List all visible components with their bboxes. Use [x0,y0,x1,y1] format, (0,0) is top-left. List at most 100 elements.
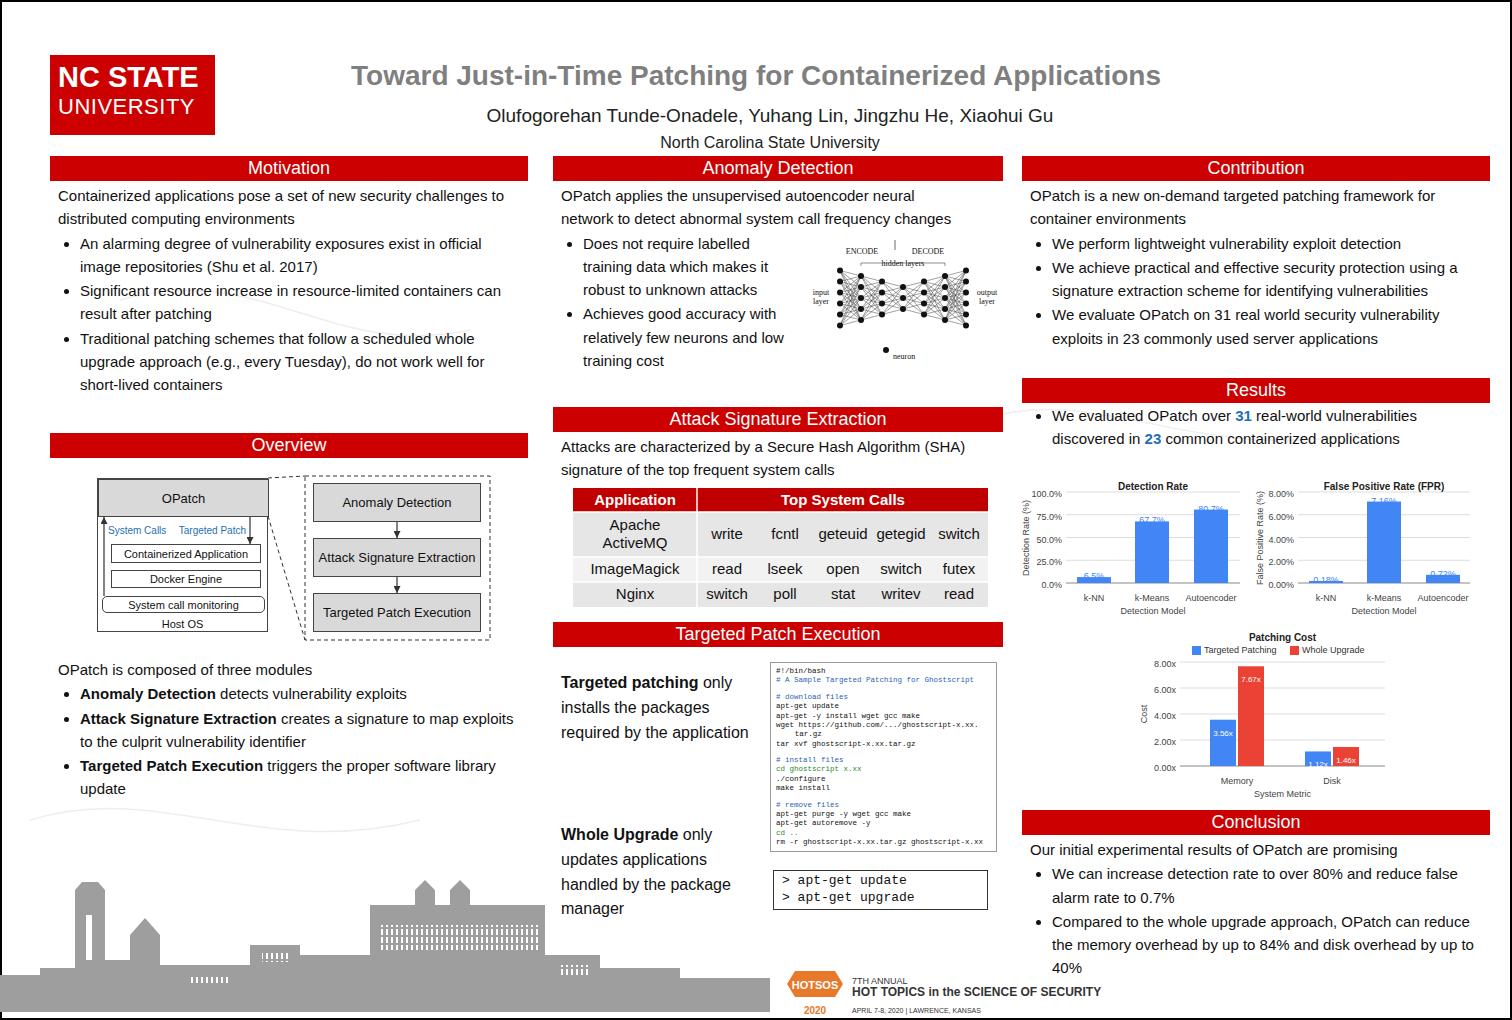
node-text: Achieves good accuracy with relatively f… [583,305,784,369]
node-text: System call monitoring [128,599,239,611]
text-block: OPatch [162,491,205,506]
label-holder: futex [943,560,976,578]
poster-label: Detection Model [1120,606,1185,616]
node-text: Docker Engine [150,573,222,585]
text-block: Anomaly Detection [342,495,451,510]
node-text: Attack Signature Extraction [319,550,476,565]
connector-arrow [396,577,397,593]
label-holder: False Positive Rate (FPR) [1324,476,1445,494]
label-holder: geteuid [818,525,867,543]
text-block: # A Sample Targeted Patching for Ghostsc… [776,676,991,685]
label-holder: 0.72% [1430,563,1456,581]
node-text: apt-get autoremove -y [776,819,871,827]
text-block: OPatch is a new on-demand targeted patch… [1030,184,1482,231]
node-text: UNIVERSITY [58,94,195,119]
connector-arrow [249,517,250,544]
poster-label: poll [773,585,796,602]
poster-label: k-NN [1084,593,1105,603]
label-holder: APRIL 7-8, 2020 | LAWRENCE, KANSAS [852,999,981,1017]
label-holder: Autoencoder [1417,587,1468,605]
text-block: We perform lightweight vulnerability exp… [1030,232,1482,255]
poster-label: read [712,560,742,577]
text-block: > apt-get upgrade [782,890,979,907]
poster-label: Detection Rate (%) [1021,499,1031,575]
label-holder: 3.56x [1213,722,1233,740]
poster-label: input layer [810,289,832,307]
poster-label: geteuid [818,525,867,542]
poster-label: Cost [1139,705,1149,724]
poster-label: 3.56x [1213,729,1233,738]
text-block: Docker Engine [150,573,222,585]
text-block: NC STATE [58,61,207,94]
label-holder: Apache ActiveMQ [580,516,690,552]
text-block: cd ghostscript x.xx [776,765,991,774]
label-holder: Disk [1323,770,1341,788]
poster-label: 6.5% [1084,571,1105,581]
poster-label: writev [881,585,920,602]
node-text: cd ghostscript x.xx [776,765,862,773]
label-holder: switch [938,525,980,543]
node-text: > apt-get upgrade [782,890,915,905]
text-block: make install [776,784,991,793]
label-holder: 4.00% [1268,529,1294,547]
section-band: Conclusion [1022,810,1490,835]
poster-label: ENCODE [846,247,878,256]
legend-swatch [1290,646,1299,655]
poster-label: 6.00% [1268,512,1294,522]
label-holder: hidden layers [882,252,925,270]
poster-label: Detection Rate [1118,481,1188,492]
autoencoder-illustration [837,240,969,353]
text-block: apt-get autoremove -y [776,819,991,828]
section-heading: Contribution [1207,158,1304,178]
poster-label: HOT TOPICS in the SCIENCE OF SECURITY [852,985,1101,999]
text-block: ./configure [776,775,991,784]
text-block: Achieves good accuracy with relatively f… [561,302,801,372]
chart-bar [1194,510,1228,583]
label-holder: input layer [810,289,832,307]
node-text: OPatch is a new on-demand targeted patch… [1030,187,1435,227]
label-holder: Patching Cost [1249,627,1316,645]
node-text: Attack Signature Extraction [80,710,277,727]
label-holder: 80.7% [1198,498,1224,516]
text-block: # remove files [776,801,991,810]
label-holder: ENCODE [846,240,878,258]
section-panel: MotivationContainerized applications pos… [50,156,528,396]
section-band: Targeted Patch Execution [553,622,1003,647]
node-text: We evaluate OPatch on 31 real world secu… [1052,306,1439,346]
label-holder: Application [594,491,676,509]
text-block: Host OS [98,618,267,630]
text-block: Anomaly Detectiondetects vulnerability e… [58,682,520,705]
text-block: We evaluated OPatch over31real-world vul… [1030,404,1482,451]
text-block: We can increase detection rate to over 8… [1030,862,1482,909]
bar-chart [1180,662,1385,766]
poster-title: Toward Just-in-Time Patching for Contain… [351,60,1161,91]
module-box: Targeted Patch Execution [313,593,481,632]
node-text: Our initial experimental results of OPat… [1030,841,1398,858]
text-block: Targeted Patch Executiontriggers the pro… [58,754,520,801]
poster-label: Disk [1323,776,1341,786]
node-text: An alarming degree of vulnerability expo… [80,235,482,275]
connector-arrow [396,522,397,538]
poster-label: switch [706,585,748,602]
label-holder: 1.12x [1308,753,1328,771]
node-text: Significant resource increase in resourc… [80,282,501,322]
legend-text: Targeted Patching [1204,645,1277,655]
poster-label: 0.72% [1430,569,1456,579]
poster-label: k-NN [1316,593,1337,603]
module-box: Attack Signature Extraction [313,538,481,577]
text-block: apt-get update [776,702,991,711]
label-holder: poll [773,585,796,603]
text-block: # download files [776,693,991,702]
label-holder: neuron [893,345,915,363]
label-holder: 25.0% [1036,551,1062,569]
section-heading: Results [1226,380,1286,400]
poster-label: 50.0% [1036,535,1062,545]
node-text: Anomaly Detection [80,685,216,702]
text-block: Traditional patching schemes that follow… [58,327,520,397]
poster-label: 25.0% [1036,557,1062,567]
chart-bar [1333,747,1359,766]
label-holder: 6.00x [1154,679,1176,697]
label-holder: 2.00% [1268,551,1294,569]
poster-label: write [711,525,743,542]
poster-label: Autoencoder [1185,593,1236,603]
